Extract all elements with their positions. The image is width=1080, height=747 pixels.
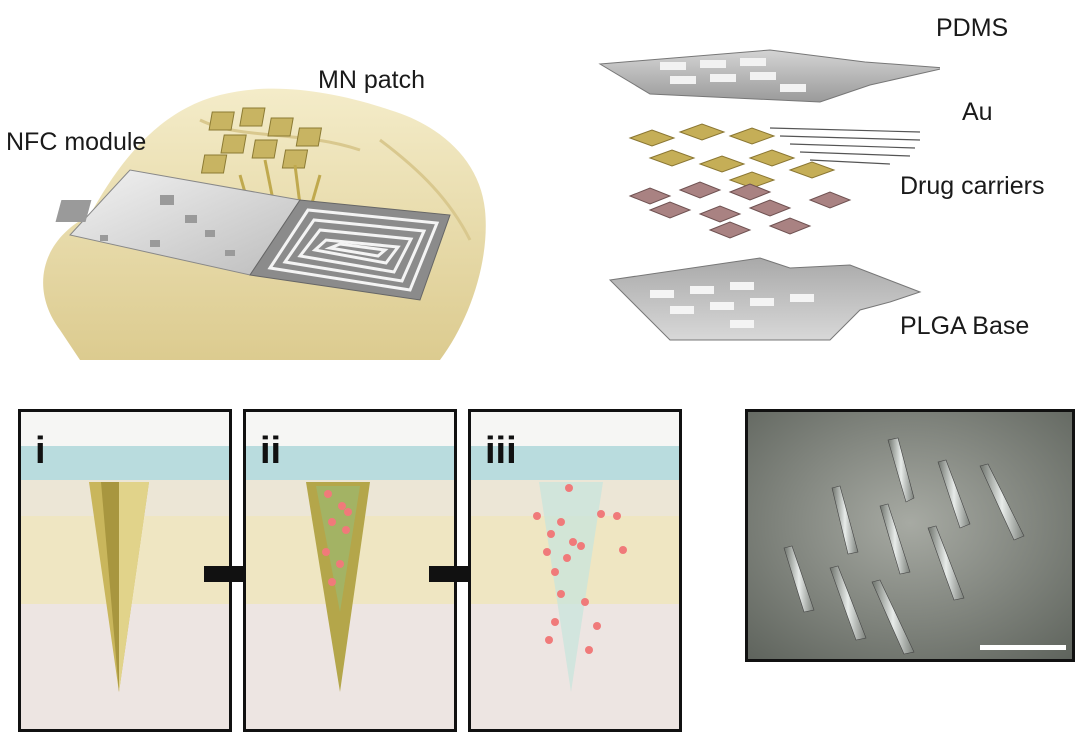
label-nfc-module: NFC module <box>6 128 146 157</box>
label-drug-carriers: Drug carriers <box>900 172 1044 201</box>
label-mn-patch: MN patch <box>318 66 425 95</box>
label-plga-base: PLGA Base <box>900 312 1029 341</box>
label-pdms: PDMS <box>936 14 1008 43</box>
label-au: Au <box>962 98 993 127</box>
panel-numeral-iii: iii <box>485 430 517 473</box>
stage-i-illustration <box>21 412 229 729</box>
drug-carrier-layer <box>630 182 850 238</box>
pdms-layer <box>600 50 940 102</box>
panel-numeral-i: i <box>35 430 46 473</box>
microneedle-micrograph <box>745 409 1075 662</box>
panel-stage-ii: ii <box>243 409 457 732</box>
panel-stage-iii: iii <box>468 409 682 732</box>
panel-numeral-ii: ii <box>260 430 281 473</box>
micrograph-image <box>748 412 1072 659</box>
scale-bar <box>980 645 1066 650</box>
panel-stage-i: i <box>18 409 232 732</box>
exploded-layer-diagram <box>590 40 940 360</box>
au-layer <box>630 124 920 188</box>
brain-device-illustration <box>0 0 520 380</box>
plga-base-layer <box>610 258 920 340</box>
